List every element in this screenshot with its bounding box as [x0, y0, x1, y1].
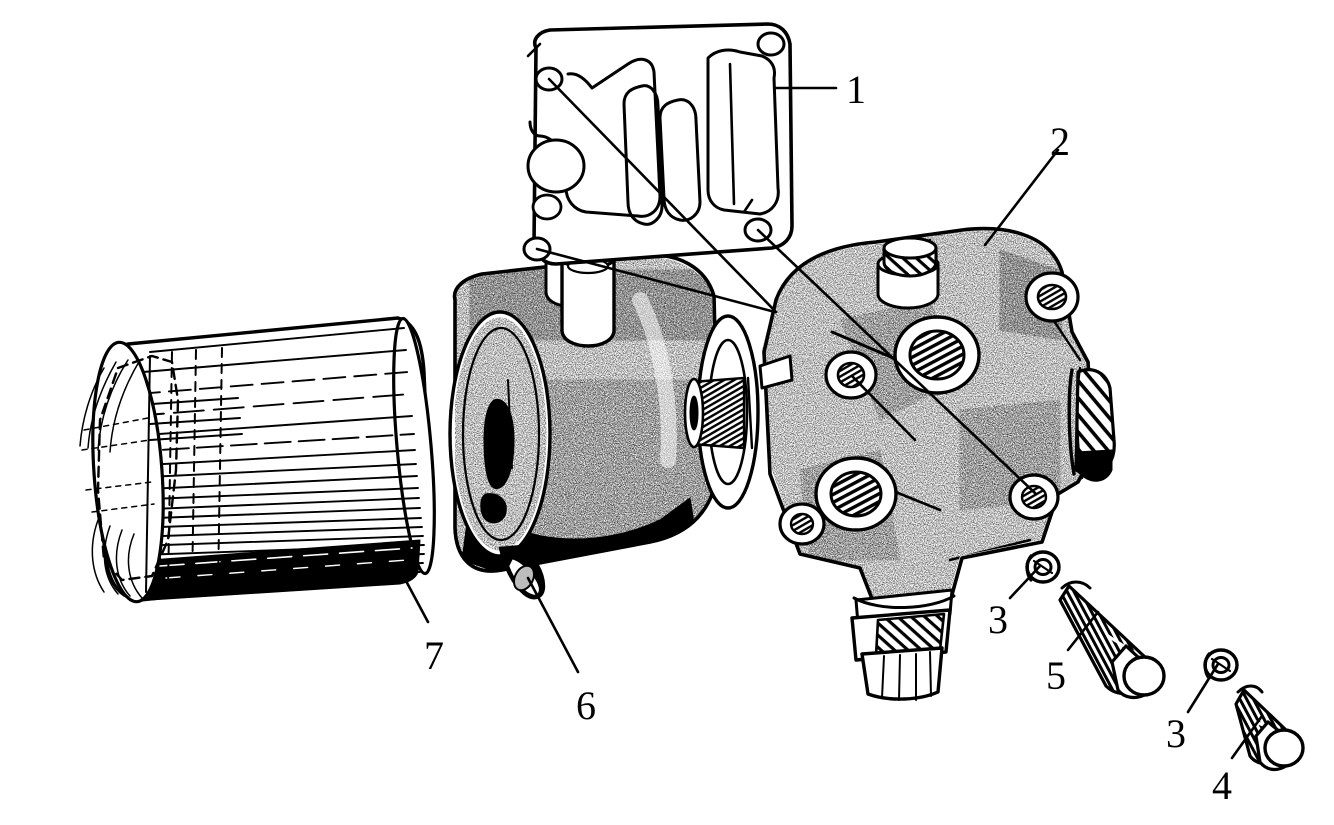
head-port-small-lower: [778, 502, 826, 546]
head-port-large-lower: [814, 456, 898, 532]
callout-5: 5: [1046, 653, 1066, 698]
head-bottom-fitting: [850, 588, 956, 701]
callout-4: 4: [1212, 763, 1232, 808]
part-filter-head-casting: [758, 226, 1116, 701]
fasteners: [1025, 550, 1305, 772]
part-bolt-short: [1234, 684, 1305, 772]
bowl-center-stud: [683, 314, 760, 510]
head-side-plug: [1067, 366, 1116, 482]
part-filter-cartridge: [79, 316, 436, 604]
callout-3-lower: 3: [1166, 711, 1186, 756]
part-filter-bowl-housing: [448, 218, 760, 600]
callout-3-upper: 3: [988, 597, 1008, 642]
head-top-plug: [876, 236, 940, 310]
callout-2: 2: [1050, 119, 1070, 164]
part-gasket-plate: [522, 22, 794, 266]
leader-lines: [396, 77, 1264, 760]
head-port-large-upper: [893, 315, 981, 395]
head-bolt-hole-lower-right: [1008, 473, 1060, 521]
part-washer-upper: [1025, 550, 1061, 584]
head-port-upper-right: [1024, 271, 1080, 323]
part-bolt-long: [1058, 580, 1166, 700]
callout-7: 7: [424, 633, 444, 678]
callout-1: 1: [846, 67, 866, 112]
callout-6: 6: [576, 683, 596, 728]
